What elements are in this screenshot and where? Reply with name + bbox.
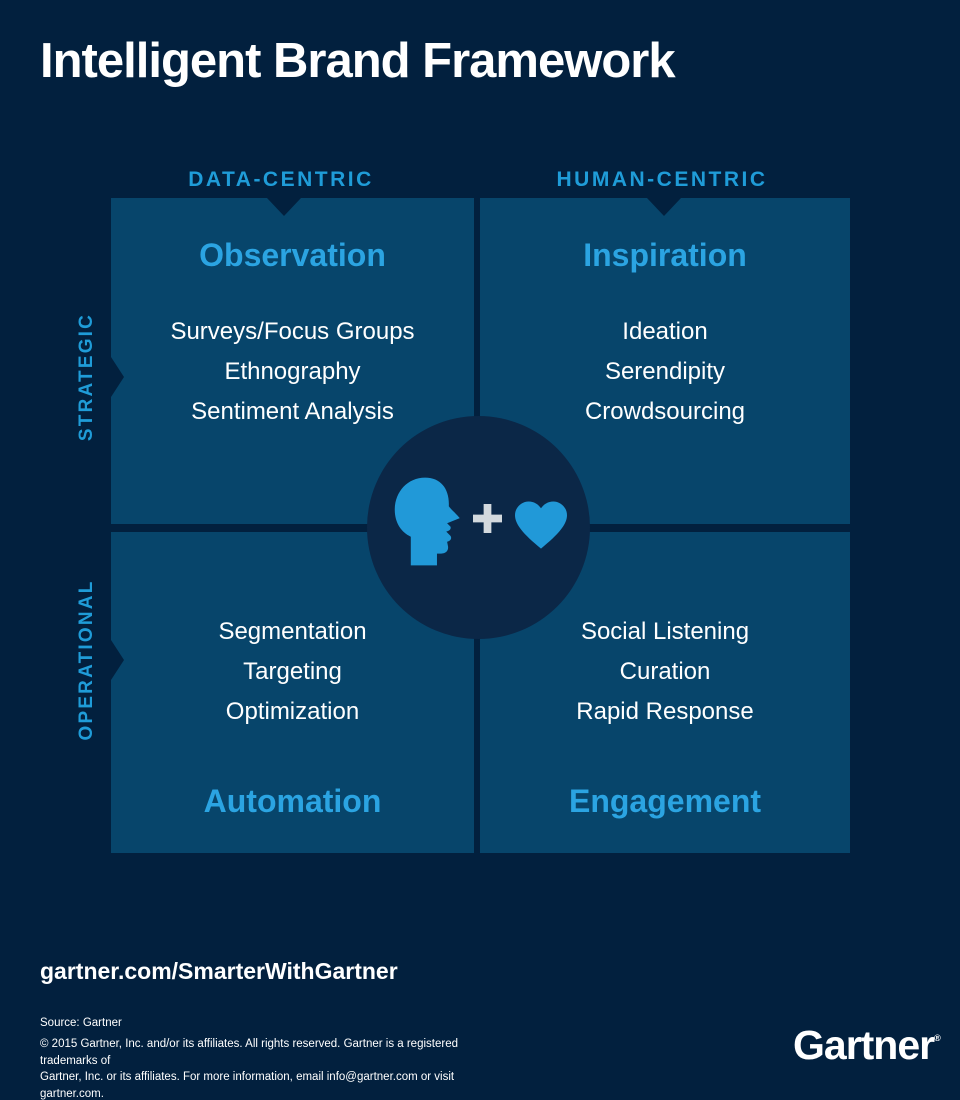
quadrant-item: Social Listening	[580, 618, 750, 645]
quadrant-heading: Automation	[203, 783, 382, 819]
quadrant-item: Serendipity	[604, 358, 726, 385]
quadrant-item: Targeting	[243, 658, 342, 685]
quadrant-inspiration: Inspiration Ideation Serendipity Crowdso…	[480, 198, 850, 524]
plus-icon	[473, 504, 502, 533]
head-profile-icon	[394, 477, 460, 566]
column-label-human-centric: HUMAN-CENTRIC	[556, 168, 768, 191]
quadrant-item: Ideation	[622, 318, 708, 345]
quadrant-item: Optimization	[225, 698, 360, 725]
center-badge	[367, 416, 590, 639]
quadrant-item: Surveys/Focus Groups	[170, 318, 415, 345]
row-pointer-icon	[111, 640, 124, 680]
quadrant-item: Rapid Response	[576, 698, 754, 725]
gartner-logo: Gartner®	[793, 1022, 941, 1069]
quadrant-item: Sentiment Analysis	[191, 398, 394, 425]
quadrant-observation: Observation Surveys/Focus Groups Ethnogr…	[111, 198, 474, 524]
quadrant-item: Segmentation	[218, 618, 367, 645]
quadrant-item-list: Social Listening Curation Rapid Response	[480, 532, 850, 732]
column-pointer-icon	[647, 198, 681, 216]
row-pointer-icon	[111, 357, 124, 397]
smarter-with-gartner-link[interactable]: gartner.com/SmarterWithGartner	[40, 958, 398, 984]
quadrant-item: Curation	[619, 658, 711, 685]
column-label-data-centric: DATA-CENTRIC	[188, 168, 374, 191]
heart-icon	[515, 501, 567, 549]
column-pointer-icon	[267, 198, 301, 216]
copyright-note: © 2015 Gartner, Inc. and/or its affiliat…	[40, 1038, 458, 1100]
page-title: Intelligent Brand Framework	[40, 34, 676, 88]
quadrant-heading: Observation	[199, 237, 386, 273]
quadrant-item-list: Surveys/Focus Groups Ethnography Sentime…	[111, 312, 474, 432]
quadrant-item-list: Ideation Serendipity Crowdsourcing	[480, 312, 850, 432]
source-note: Source: Gartner	[40, 1017, 122, 1029]
row-label-operational: OPERATIONAL	[76, 579, 97, 741]
registered-mark: ®	[934, 1033, 941, 1043]
quadrant-heading: Inspiration	[583, 237, 747, 273]
quadrant-item-list: Segmentation Targeting Optimization	[111, 532, 474, 732]
quadrant-item: Crowdsourcing	[584, 398, 746, 425]
row-label-strategic: STRATEGIC	[76, 312, 97, 442]
quadrant-item: Ethnography	[224, 358, 361, 385]
gartner-logo-text: Gartner	[793, 1022, 935, 1068]
quadrant-heading: Engagement	[568, 783, 762, 819]
